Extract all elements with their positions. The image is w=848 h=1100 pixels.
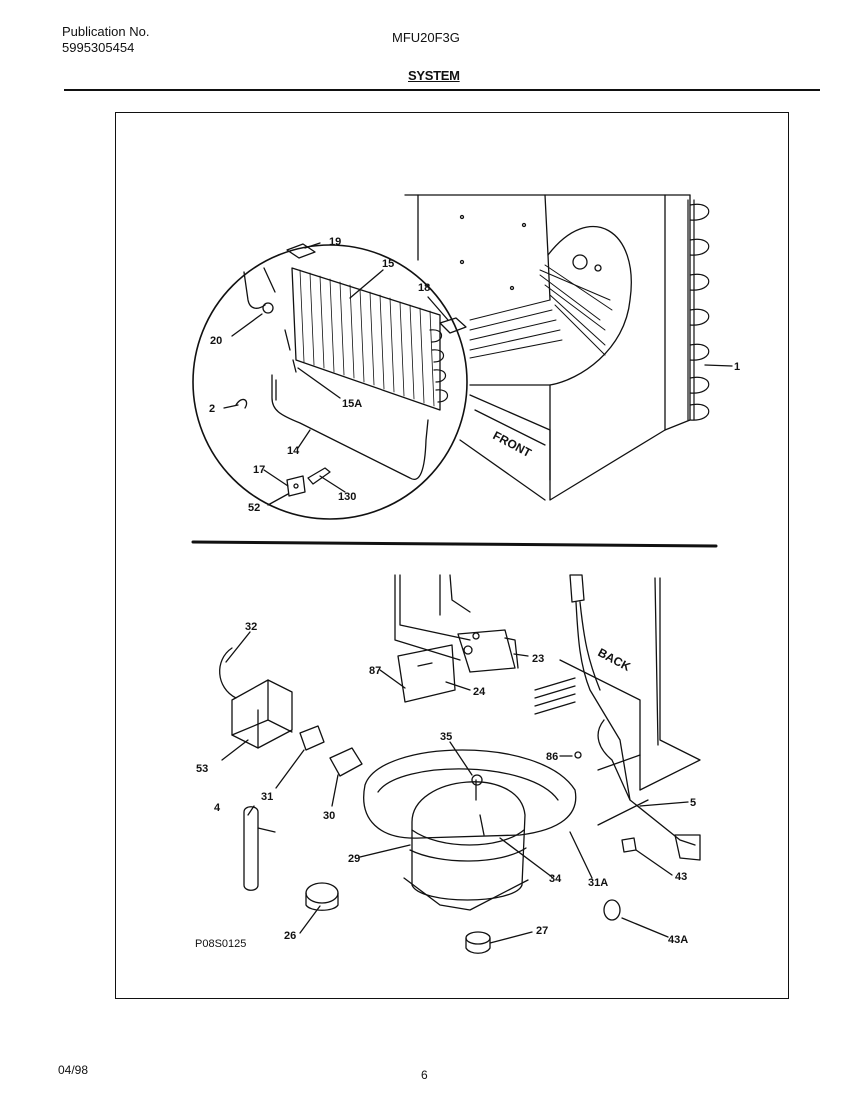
callout-27: 27 bbox=[536, 925, 548, 937]
callout-14: 14 bbox=[287, 445, 300, 457]
diagram-frame bbox=[115, 112, 789, 999]
callout-15a: 15A bbox=[342, 398, 362, 410]
callout-26: 26 bbox=[284, 930, 296, 942]
callout-31: 31 bbox=[261, 791, 273, 803]
callout-86: 86 bbox=[546, 751, 558, 763]
callout-53: 53 bbox=[196, 763, 208, 775]
page-number: 6 bbox=[421, 1068, 428, 1082]
callout-43a: 43A bbox=[668, 934, 688, 946]
callout-32: 32 bbox=[245, 621, 257, 633]
callout-19: 19 bbox=[329, 236, 341, 248]
front-label: FRONT bbox=[491, 428, 535, 460]
callout-35: 35 bbox=[440, 731, 452, 743]
callout-52: 52 bbox=[248, 502, 260, 514]
header-rule bbox=[64, 89, 820, 91]
publication-label: Publication No. bbox=[62, 24, 150, 39]
callout-23: 23 bbox=[532, 653, 544, 665]
callout-87: 87 bbox=[369, 665, 381, 677]
callout-17: 17 bbox=[253, 464, 265, 476]
publication-number: 5995305454 bbox=[62, 40, 135, 55]
evaporator-detail-circle bbox=[192, 242, 468, 520]
back-label: BACK bbox=[596, 645, 633, 674]
callout-30: 30 bbox=[323, 810, 335, 822]
callout-2: 2 bbox=[209, 403, 215, 415]
compressor-area-drawing bbox=[219, 574, 701, 954]
callout-5: 5 bbox=[690, 797, 696, 809]
callout-24: 24 bbox=[473, 686, 486, 698]
callout-31a: 31A bbox=[588, 877, 608, 889]
callout-29: 29 bbox=[348, 853, 360, 865]
cabinet-drawing bbox=[404, 194, 733, 501]
callout-18: 18 bbox=[418, 282, 430, 294]
footer-date: 04/98 bbox=[58, 1063, 89, 1077]
drawing-code: P08S0125 bbox=[195, 938, 246, 950]
section-title: SYSTEM bbox=[408, 68, 460, 83]
callout-15: 15 bbox=[382, 258, 394, 270]
model-number: MFU20F3G bbox=[392, 30, 460, 45]
callout-34: 34 bbox=[549, 873, 562, 885]
callout-43: 43 bbox=[675, 871, 687, 883]
callout-130: 130 bbox=[338, 491, 356, 503]
callout-4: 4 bbox=[214, 802, 221, 814]
callout-20: 20 bbox=[210, 335, 222, 347]
callout-1: 1 bbox=[734, 361, 740, 373]
